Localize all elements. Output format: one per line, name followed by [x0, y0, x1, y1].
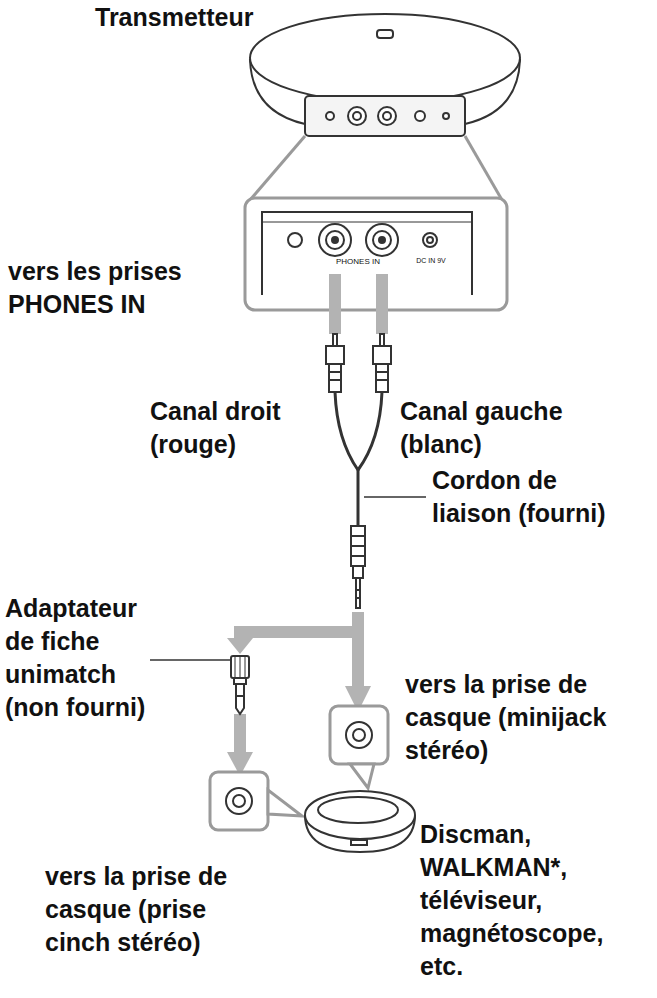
transmitter-drawing: [250, 14, 520, 136]
unimatch-adapter: [231, 656, 249, 714]
rca-plugs: [326, 334, 391, 392]
label-text: vers les prises PHONES IN: [8, 255, 240, 321]
link-cord: [335, 392, 382, 526]
discman-drawing: [305, 791, 415, 852]
mini-plug: [351, 526, 365, 608]
panel-jacks: [262, 212, 472, 295]
label-text: Discman, WALKMAN*, téléviseur, magnétosc…: [420, 818, 625, 983]
panel-marking: DC IN 9V: [408, 256, 454, 265]
label-text: Canal droit (rouge): [150, 395, 310, 461]
connection-arrows: [227, 274, 388, 776]
label-text: Cordon de liaison (fourni): [432, 464, 637, 530]
leader-lines: [150, 497, 426, 660]
label-text: Adaptateur de fiche unimatch (non fourni…: [5, 592, 170, 724]
label-text: Transmetteur: [95, 2, 315, 33]
label-text: vers la prise de casque (minijack stéréo…: [405, 668, 623, 767]
label-text: Canal gauche (blanc): [400, 395, 590, 461]
label-text: vers la prise de casque (prise cinch sté…: [45, 860, 263, 959]
panel-marking: PHONES IN: [318, 257, 398, 267]
